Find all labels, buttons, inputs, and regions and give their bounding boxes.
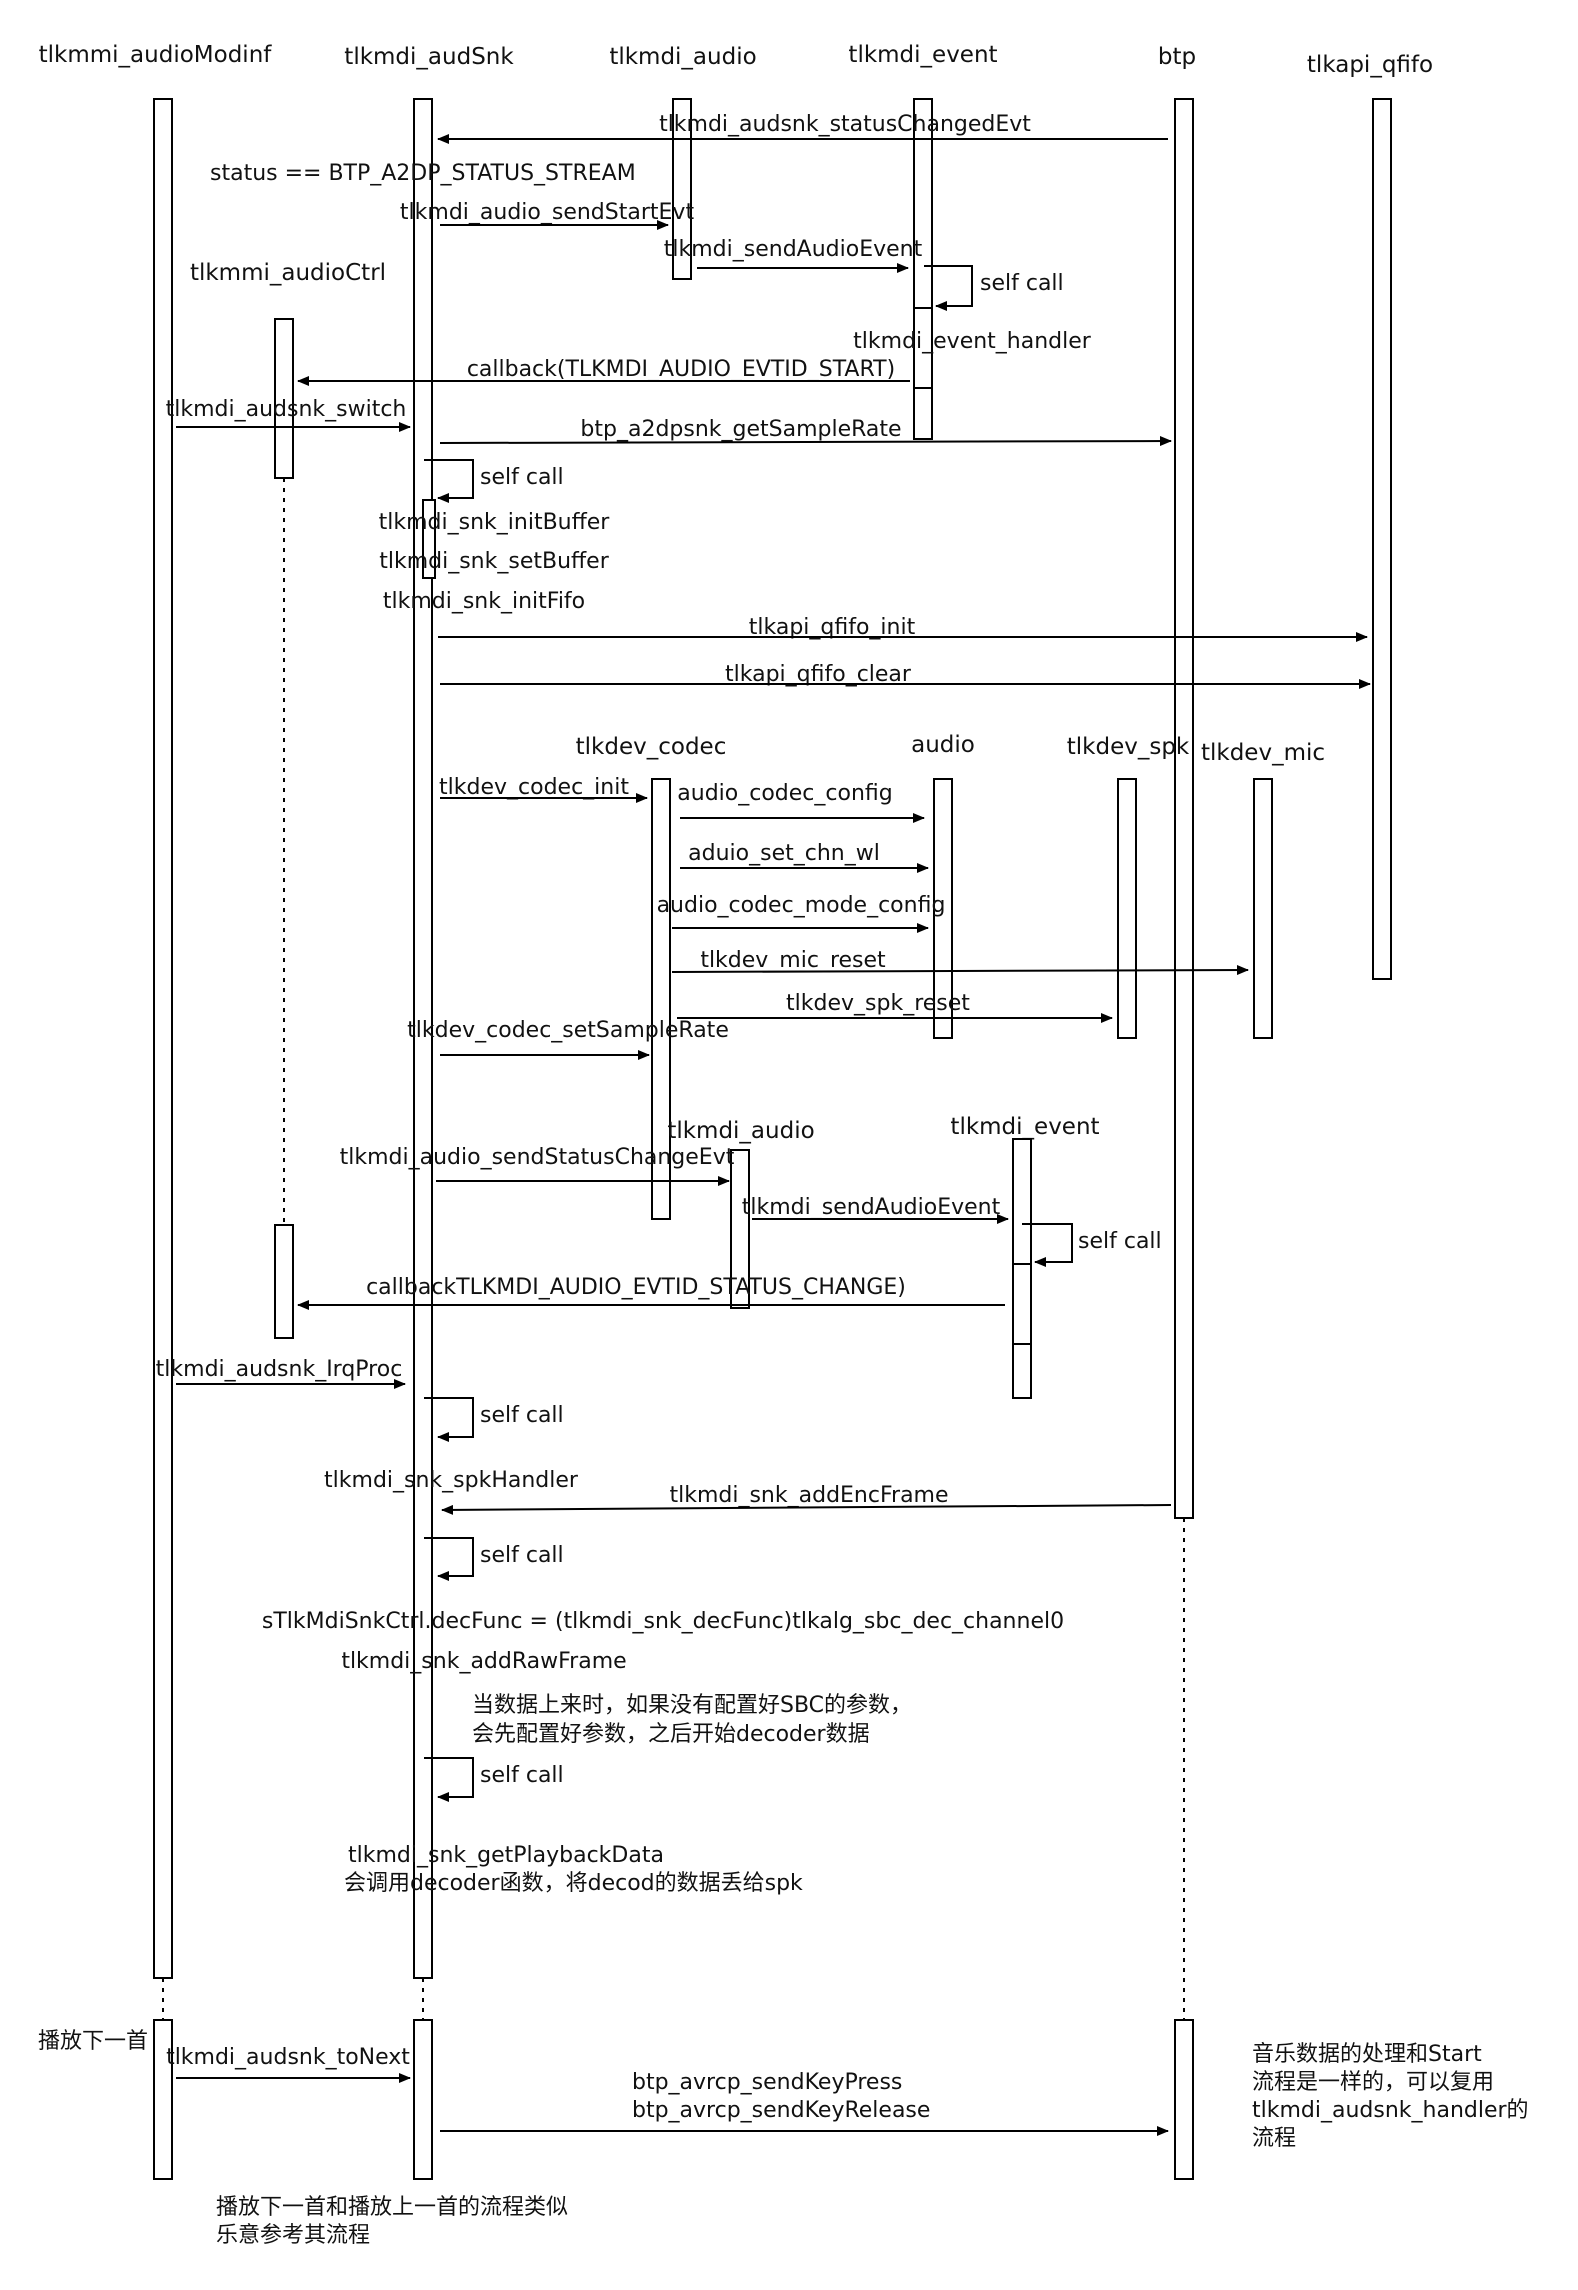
participant-codec: tlkdev_codec — [576, 734, 727, 760]
participant-qfifo: tlkapi_qfifo — [1307, 52, 1433, 78]
activation-mic — [1253, 778, 1273, 1039]
participant-btp: btp — [1158, 44, 1196, 70]
activation-audSnk-next — [413, 2019, 433, 2180]
activation-audioDrv — [933, 778, 953, 1039]
msg-sendAudioEvent-label: tlkmdi_sendAudioEvent — [664, 237, 923, 262]
note-decoder-line1: 当数据上来时，如果没有配置好SBC的参数， — [472, 1693, 912, 1718]
activation-audio2 — [730, 1149, 750, 1309]
msg-codecModeConfig-label: audio_codec_mode_config — [657, 893, 946, 918]
activation-spk — [1117, 778, 1137, 1039]
self-call-event2-label: self call — [1078, 1229, 1162, 1254]
participant-audioModinf: tlkmmi_audioModinf — [39, 42, 273, 68]
msg-addRawFrame-label: tlkmdi_snk_addRawFrame — [341, 1649, 626, 1674]
msg-callbackStart-label: callback(TLKMDI_AUDIO_EVTID_START) — [467, 357, 895, 382]
msg-codecConfig-label: audio_codec_config — [677, 781, 892, 806]
msg-audsnkSwitch-label: tlkmdi_audsnk_switch — [166, 397, 407, 422]
self-call-snk-2-arrow — [424, 1397, 474, 1442]
guard-condition: status == BTP_A2DP_STATUS_STREAM — [210, 161, 636, 186]
self-call-event-label: self call — [980, 271, 1064, 296]
msg-irqProc-label: tlkmdi_audsnk_IrqProc — [156, 1357, 403, 1382]
msg-getSampleRate-label: btp_a2dpsnk_getSampleRate — [580, 417, 901, 442]
activation-qfifo — [1372, 98, 1392, 980]
activation-audSnk-nested — [422, 499, 436, 579]
note-playback: 会调用decoder函数，将decod的数据丢给spk — [344, 1871, 803, 1896]
msg-addEncFrame-label: tlkmdi_snk_addEncFrame — [669, 1483, 948, 1508]
msg-sendKeyPress-label: btp_avrcp_sendKeyPress — [632, 2070, 902, 2095]
msg-sendKeyRelease-label: btp_avrcp_sendKeyRelease — [632, 2098, 930, 2123]
msg-addEncFrame-arrow — [441, 1504, 1172, 1515]
msg-qfifoClear-label: tlkapi_qfifo_clear — [725, 662, 912, 687]
note-music-line3: tlkmdi_audsnk_handler的 — [1252, 2098, 1529, 2123]
msg-initBuffer-label: tlkmdi_snk_initBuffer — [379, 510, 611, 535]
msg-initFifo-label: tlkmdi_snk_initFifo — [383, 589, 585, 614]
self-call-snk-3-label: self call — [480, 1543, 564, 1568]
participant-spk: tlkdev_spk — [1067, 734, 1190, 760]
activation-event — [913, 98, 933, 440]
msg-qfifoInit-label: tlkapi_qfifo_init — [749, 615, 916, 640]
participant-audio: tlkmdi_audio — [609, 44, 756, 70]
participant-audioDrv: audio — [911, 732, 975, 758]
note-decoder-line2: 会先配置好参数，之后开始decoder数据 — [472, 1722, 870, 1747]
msg-micReset-arrow — [671, 965, 1249, 976]
msg-callbackStatus-label: callbackTLKMDI_AUDIO_EVTID_STATUS_CHANGE… — [366, 1275, 906, 1300]
activation-btp-next — [1174, 2019, 1194, 2180]
note-music-line1: 音乐数据的处理和Start — [1252, 2042, 1482, 2067]
participant-audioCtrl: tlkmmi_audioCtrl — [190, 260, 386, 286]
activation-audioModinf — [153, 98, 173, 1979]
participant-audSnk: tlkmdi_audSnk — [344, 44, 514, 70]
msg-getSampleRate-arrow — [439, 436, 1172, 447]
activation-audioCtrl — [274, 318, 294, 479]
msg-spkHandler-label: tlkmdi_snk_spkHandler — [324, 1468, 579, 1493]
label-play-next: 播放下一首 — [38, 2029, 148, 2054]
self-call-snk-4-arrow — [424, 1757, 474, 1802]
activation-audio — [672, 98, 692, 280]
msg-setChnWl-label: aduio_set_chn_wl — [688, 841, 880, 866]
activation-audioCtrl-2 — [274, 1224, 294, 1339]
note-similar-line1: 播放下一首和播放上一首的流程类似 — [216, 2195, 568, 2220]
note-similar-line2: 乐意参考其流程 — [216, 2223, 370, 2248]
self-call-snk-4-label: self call — [480, 1763, 564, 1788]
activation-event2 — [1012, 1138, 1032, 1399]
self-call-snk-2-label: self call — [480, 1403, 564, 1428]
msg-getPlaybackData-label: tlkmdi_snk_getPlaybackData — [348, 1843, 664, 1868]
msg-setBuffer-label: tlkmdi_snk_setBuffer — [379, 549, 609, 574]
participant-audio2: tlkmdi_audio — [667, 1118, 814, 1144]
msg-sendStatusChangeEvt-label: tlkmdi_audio_sendStatusChangeEvt — [340, 1145, 735, 1170]
self-call-snk-3-arrow — [424, 1537, 474, 1581]
msg-codecInit-label: tlkdev_codec_init — [439, 775, 629, 800]
self-call-event-arrow — [924, 265, 973, 311]
self-call-snk-1-arrow — [424, 459, 474, 503]
msg-sendAudioEvent2-label: tlkmdi_sendAudioEvent — [742, 1195, 1001, 1220]
participant-mic: tlkdev_mic — [1201, 740, 1325, 766]
msg-statusChangedEvt-label: tlkmdi_audsnk_statusChangedEvt — [659, 112, 1031, 137]
note-music-line4: 流程 — [1252, 2126, 1296, 2151]
msg-sendStartEvt-label: tlkmdi_audio_sendStartEvt — [400, 200, 695, 225]
participant-event2: tlkmdi_event — [950, 1114, 1099, 1140]
msg-spkReset-label: tlkdev_spk_reset — [786, 991, 970, 1016]
participant-event: tlkmdi_event — [848, 42, 997, 68]
activation-btp — [1174, 98, 1194, 1519]
msg-micReset-label: tlkdev_mic_reset — [700, 948, 886, 973]
msg-setSampleRate-label: tlkdev_codec_setSampleRate — [407, 1018, 729, 1043]
activation-codec — [651, 778, 671, 1220]
note-music-line2: 流程是一样的，可以复用 — [1252, 2070, 1494, 2095]
msg-decFunc-label: sTlkMdiSnkCtrl.decFunc = (tlkmdi_snk_dec… — [262, 1609, 1064, 1634]
msg-toNext-label: tlkmdi_audsnk_toNext — [166, 2045, 410, 2070]
msg-eventHandler-label: tlkmdi_event_handler — [853, 329, 1092, 354]
self-call-event2-arrow — [1022, 1223, 1073, 1267]
activation-audioModinf-next — [153, 2019, 173, 2180]
self-call-snk-1-label: self call — [480, 465, 564, 490]
